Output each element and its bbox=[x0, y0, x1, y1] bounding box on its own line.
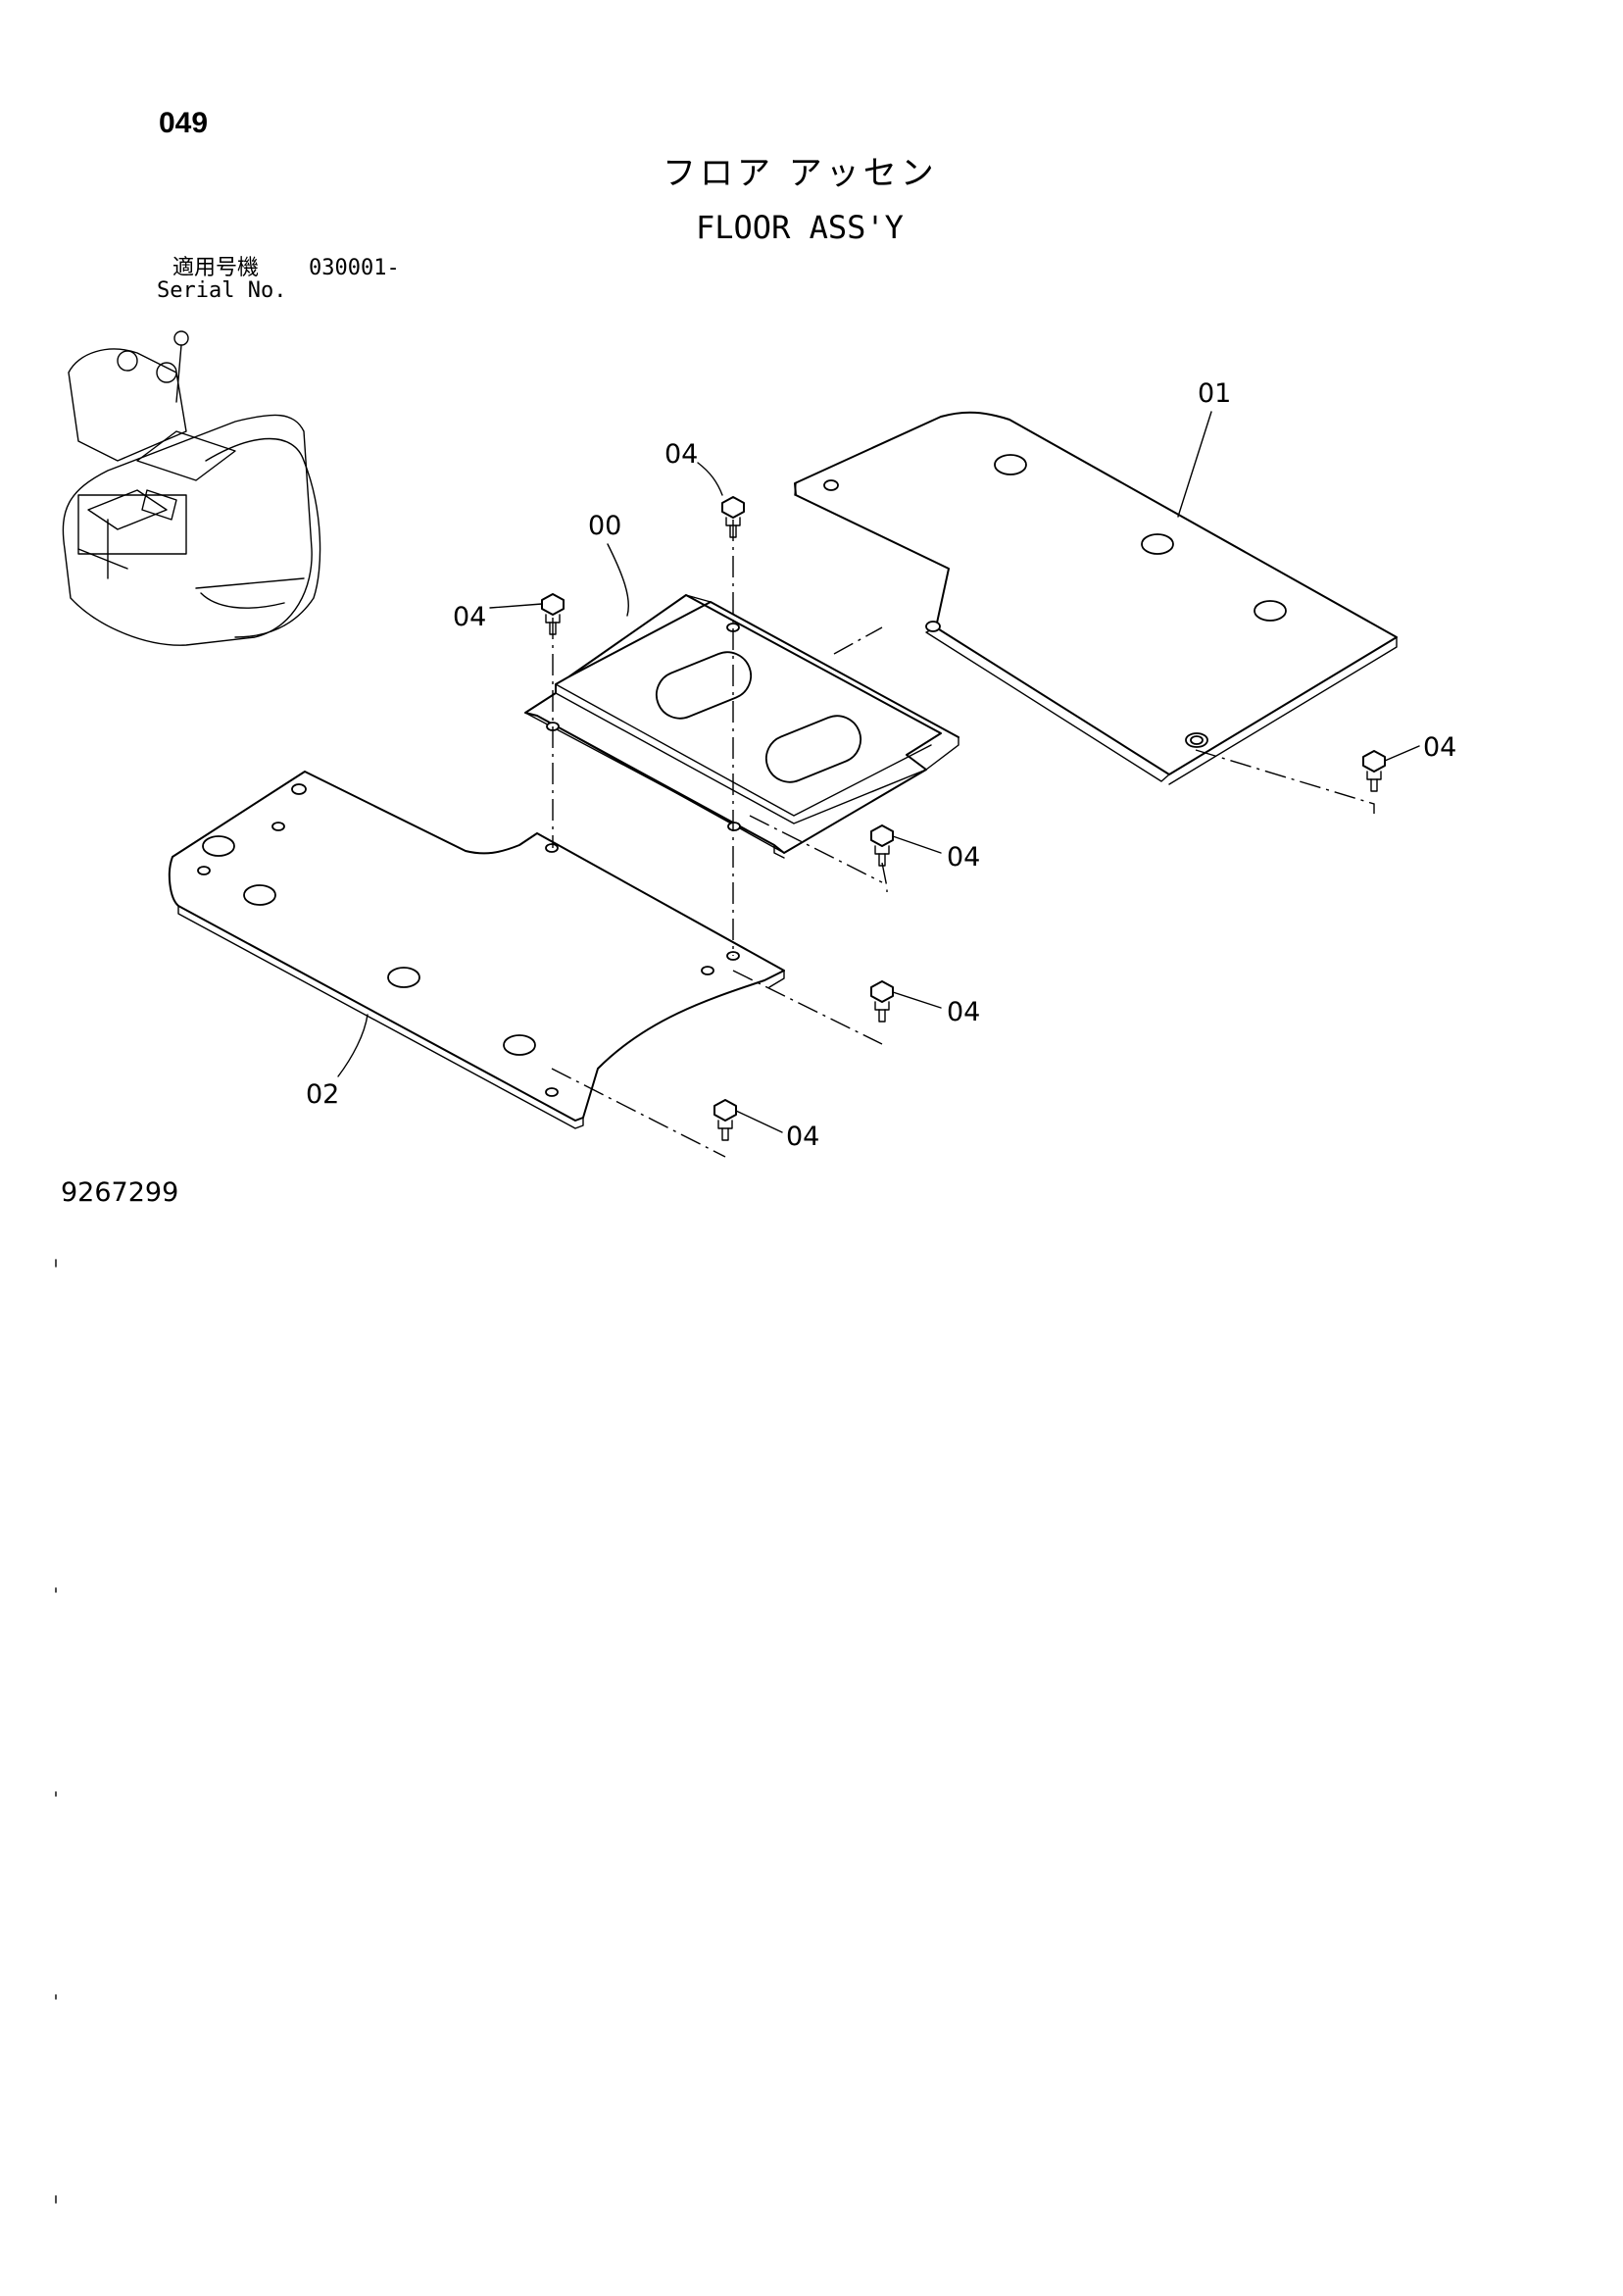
callout-04-middle-right-lower: 04 bbox=[947, 997, 980, 1027]
assembly-centerlines bbox=[551, 520, 1375, 1158]
part-00-center-cover bbox=[524, 594, 959, 859]
callout-00: 00 bbox=[588, 511, 621, 541]
callout-04-bottom: 04 bbox=[786, 1122, 819, 1152]
part-02-front-floor-plate bbox=[168, 771, 785, 1129]
callout-01: 01 bbox=[1198, 378, 1231, 409]
callout-04-right: 04 bbox=[1423, 732, 1456, 763]
bolt-04-bottom bbox=[713, 1099, 737, 1141]
bolt-04-upper-center bbox=[721, 496, 745, 538]
bolt-04-middle-right-lower bbox=[870, 980, 894, 1023]
serial-label-japanese: 適用号機 bbox=[172, 256, 259, 280]
machine-locator-thumbnail bbox=[62, 330, 321, 646]
callout-04-middle-right-upper: 04 bbox=[947, 842, 980, 873]
title-english: FLOOR ASS'Y bbox=[696, 209, 904, 246]
bolt-04-middle-right-upper bbox=[870, 824, 894, 867]
serial-value: 030001- bbox=[309, 256, 400, 280]
callout-04-left: 04 bbox=[453, 602, 486, 632]
document-number: 9267299 bbox=[61, 1177, 178, 1208]
bolt-04-right bbox=[1362, 750, 1386, 792]
callout-02: 02 bbox=[306, 1079, 339, 1110]
title-japanese: フロア アッセン bbox=[663, 154, 938, 193]
callout-04-upper-center: 04 bbox=[664, 439, 698, 470]
callout-leaders bbox=[337, 411, 1420, 1133]
part-01-rear-floor-plate bbox=[794, 411, 1398, 785]
serial-label-english: Serial No. bbox=[157, 278, 286, 303]
page-number: 049 bbox=[159, 107, 208, 139]
bolt-04-left bbox=[541, 593, 565, 635]
